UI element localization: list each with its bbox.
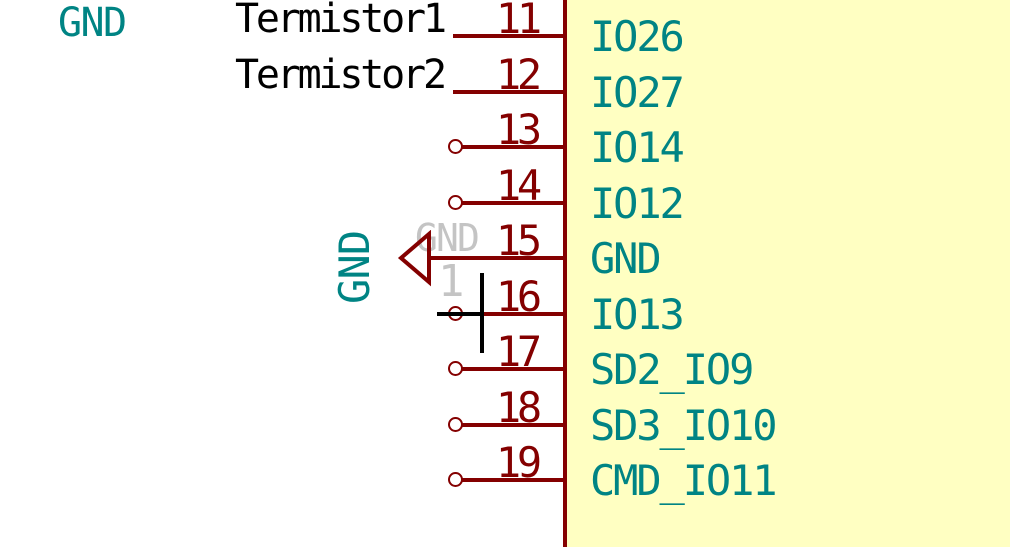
pin-unconnected-circle[interactable] xyxy=(448,472,463,487)
pin-number: 16 xyxy=(495,271,542,321)
pin-line[interactable] xyxy=(462,145,567,149)
pin-number: 12 xyxy=(495,49,542,99)
pin-name: SD3_IO10 xyxy=(590,400,778,450)
pin-number: 17 xyxy=(495,327,542,376)
pin-line[interactable] xyxy=(462,311,567,316)
pin-line[interactable] xyxy=(462,422,567,427)
pin-unconnected-circle[interactable] xyxy=(448,416,463,432)
pin-number: 13 xyxy=(495,105,542,154)
pin-line[interactable] xyxy=(453,89,567,94)
pin-name: SD2_IO9 xyxy=(590,345,754,394)
pin-line[interactable] xyxy=(462,478,567,482)
pin-number: 18 xyxy=(495,382,542,432)
net-label-gnd-vertical[interactable]: GND xyxy=(330,230,379,304)
power-symbol-pin-number: 1 xyxy=(438,256,465,307)
pin-number: 14 xyxy=(495,160,542,210)
pin-name: GND xyxy=(590,234,662,283)
pin-line[interactable] xyxy=(453,34,567,38)
pin-number: 19 xyxy=(495,438,542,487)
pin-unconnected-circle[interactable] xyxy=(448,194,463,210)
pin-line[interactable] xyxy=(428,256,567,260)
component-body[interactable] xyxy=(563,0,1010,547)
pin-line[interactable] xyxy=(462,200,567,205)
pin-name: IO27 xyxy=(590,67,685,117)
pin-number: 15 xyxy=(495,216,542,265)
pin-unconnected-circle[interactable] xyxy=(448,139,463,154)
net-label-termistor2[interactable]: Termistor2 xyxy=(235,52,447,98)
pin-name: IO12 xyxy=(590,178,685,228)
pin-line[interactable] xyxy=(462,367,567,371)
pin-unconnected-circle[interactable] xyxy=(448,361,463,376)
pin-name: IO13 xyxy=(590,289,685,339)
pin-name: IO26 xyxy=(590,12,685,61)
pin-number: 11 xyxy=(495,0,542,43)
net-label-termistor1[interactable]: Termistor1 xyxy=(235,0,447,42)
wire-vertical[interactable] xyxy=(480,273,484,353)
pin-name: IO14 xyxy=(590,123,685,172)
pin-name: CMD_IO11 xyxy=(590,456,778,505)
wire-horizontal[interactable] xyxy=(437,312,482,316)
net-label-gnd-top[interactable]: GND xyxy=(58,0,127,46)
